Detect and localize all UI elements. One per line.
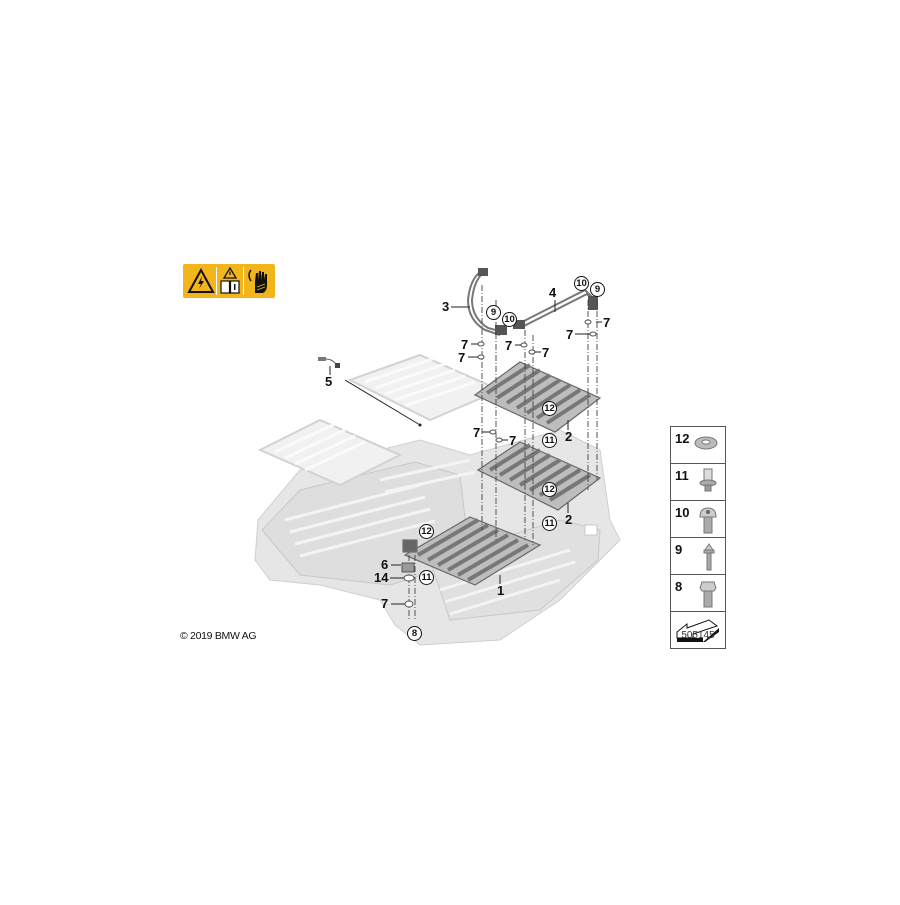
circled-callout-8: 8 xyxy=(407,626,422,641)
stud-bolt-icon xyxy=(699,542,719,577)
circled-callout-11: 11 xyxy=(419,570,434,585)
callout-7: 7 xyxy=(566,327,574,342)
cooling-plate-middle xyxy=(476,441,602,511)
leader-line-5 xyxy=(344,379,421,426)
callout-6: 6 xyxy=(381,557,389,572)
legend-row-8: 8 xyxy=(671,575,725,612)
callout-4: 4 xyxy=(549,285,557,300)
legend-row-9: 9 xyxy=(671,538,725,575)
callout-7: 7 xyxy=(473,425,481,440)
circled-callout-11: 11 xyxy=(542,433,557,448)
direction-arrow-icon xyxy=(675,618,721,649)
circled-callout-12: 12 xyxy=(419,524,434,539)
callout-3: 3 xyxy=(442,299,450,314)
legend-row-11: 11 xyxy=(671,464,725,501)
callout-14: 14 xyxy=(374,570,389,585)
torx-pan-screw-icon xyxy=(697,505,719,540)
circled-callout-10: 10 xyxy=(502,312,517,327)
callout-7: 7 xyxy=(505,338,513,353)
callout-2-middle: 2 xyxy=(565,512,573,527)
cooling-plate-top xyxy=(473,361,602,433)
callout-7: 7 xyxy=(458,350,466,365)
cooling-plate-bottom xyxy=(402,516,542,586)
circled-callout-12: 12 xyxy=(542,401,557,416)
protective-glove-icon xyxy=(245,267,271,295)
circled-callout-12: 12 xyxy=(542,482,557,497)
legend-row-12: 12 xyxy=(671,427,725,464)
legend-row-10: 10 xyxy=(671,501,725,538)
read-manual-icon xyxy=(219,267,241,295)
diagram-reference-number: 505145 xyxy=(681,630,715,641)
callout-2-top: 2 xyxy=(565,429,573,444)
fastener-legend: 12 11 10 9 8 xyxy=(670,426,726,649)
clips-7 xyxy=(403,319,597,608)
assembly-axes xyxy=(408,285,598,620)
hex-flange-bolt-icon xyxy=(697,579,719,614)
circled-callout-9: 9 xyxy=(590,282,605,297)
callout-7: 7 xyxy=(461,337,469,352)
circled-callout-10: 10 xyxy=(574,276,589,291)
callout-7: 7 xyxy=(603,315,611,330)
circled-callout-9: 9 xyxy=(486,305,501,320)
callout-7: 7 xyxy=(509,433,517,448)
callout-1: 1 xyxy=(497,583,505,598)
coolant-line-3 xyxy=(466,268,507,336)
high-voltage-warning-icon xyxy=(187,267,215,295)
legend-row-arrow xyxy=(671,612,725,648)
bracket-part-6 xyxy=(401,562,415,573)
callout-5: 5 xyxy=(325,374,333,389)
leader-lines xyxy=(329,300,602,605)
upper-module-frames xyxy=(257,353,503,487)
circled-callout-11: 11 xyxy=(542,516,557,531)
collar-bolt-icon xyxy=(697,468,719,501)
sensor-part-5 xyxy=(318,357,340,368)
high-voltage-warning-label xyxy=(183,264,275,298)
copyright-notice: © 2019 BMW AG xyxy=(180,630,257,642)
callout-7: 7 xyxy=(381,596,389,611)
callout-7: 7 xyxy=(542,345,550,360)
washer-icon xyxy=(693,431,719,458)
